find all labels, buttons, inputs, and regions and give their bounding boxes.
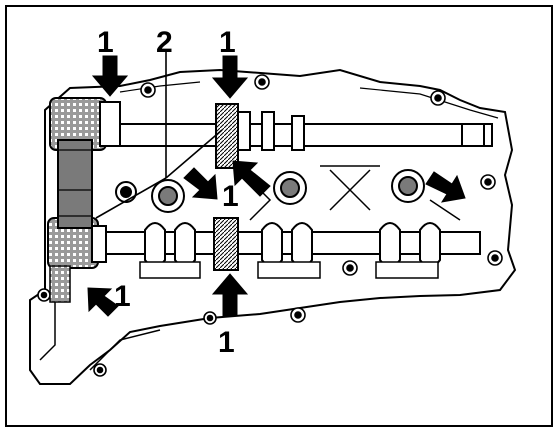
- callout-label-1-bottom-left: 1: [114, 280, 131, 313]
- intake-camshaft: [111, 111, 493, 151]
- callout-2-leaders: [95, 52, 223, 219]
- arrow-diag-bottom-left: [87, 287, 119, 317]
- callout-label-1-center: 1: [222, 180, 239, 213]
- bearing-caps: [213, 103, 239, 271]
- exhaust-camshaft: [99, 222, 481, 279]
- arrow-down-center: [211, 55, 249, 99]
- callout-label-2: 2: [156, 26, 173, 59]
- callout-label-1-top-center: 1: [219, 26, 236, 59]
- callout-label-1-bottom-center: 1: [218, 326, 235, 359]
- arrow-diag-center-top: [232, 160, 271, 197]
- head-inner-edge: [119, 81, 499, 119]
- callout-label-1-top-left: 1: [97, 26, 114, 59]
- arrow-down-left: [91, 55, 129, 97]
- arrow-diag-center-low: [183, 167, 218, 200]
- bolt-bosses: [37, 74, 503, 377]
- figure-frame: [5, 5, 553, 427]
- spark-plug-wells: [115, 169, 425, 213]
- callout-arrows: [87, 55, 466, 317]
- head-flange-lines: [39, 300, 161, 371]
- arrow-diag-right: [425, 171, 466, 203]
- timing-drive: [47, 97, 121, 303]
- arrow-up-center: [211, 273, 249, 317]
